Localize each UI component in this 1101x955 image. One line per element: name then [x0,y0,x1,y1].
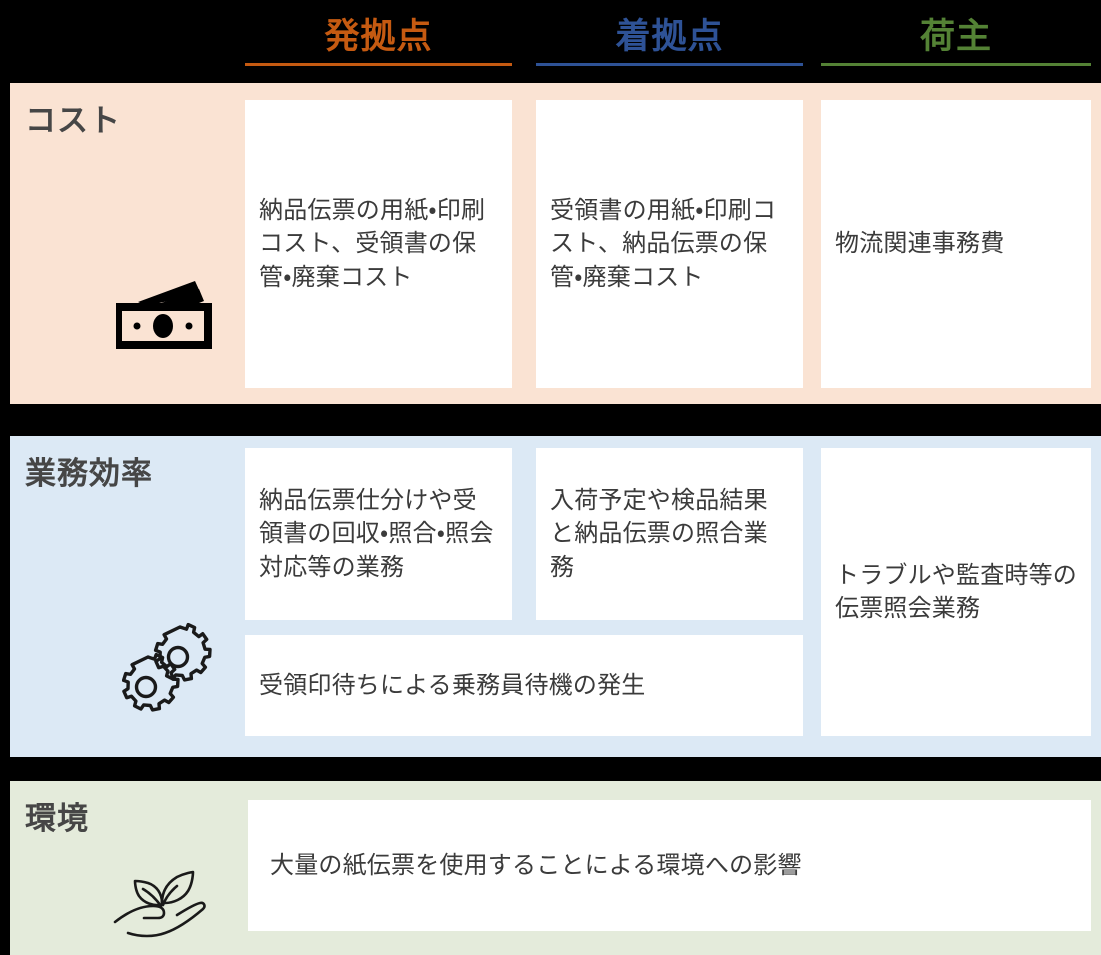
cell-ops-shipper: トラブルや監査時等の伝票照会業務 [821,448,1091,736]
column-header-row: 発拠点 着拠点 荷主 [0,0,1101,83]
column-header-destination: 着拠点 [536,14,803,66]
cell-ops-destination: 入荷予定や検品結果と納品伝票の照合業務 [536,448,803,620]
row-band-operational-efficiency: 業務効率 納品伝票仕分けや受領書の回収・照合・照会対応等の業務 入荷予定や検品結… [10,436,1101,757]
cell-cost-destination: 受領書の用紙・印刷コスト、納品伝票の保管・廃棄コスト [536,100,803,388]
gears-icon [122,622,212,712]
column-header-origin: 発拠点 [245,14,512,66]
cell-ops-span-origin-destination: 受領印待ちによる乗務員待機の発生 [245,635,803,736]
cell-environment-span-all: 大量の紙伝票を使用することによる環境への影響 [248,800,1091,931]
row-label-cost: コスト [25,103,121,138]
column-header-shipper: 荷主 [821,14,1091,66]
row-label-operational-efficiency: 業務効率 [25,456,153,491]
row-band-environment: 環境 大量の紙伝票を使用することによる環境への影響 [10,781,1101,955]
money-icon [116,281,212,349]
plant-in-hand-icon [113,870,206,938]
cell-ops-origin: 納品伝票仕分けや受領書の回収・照合・照会対応等の業務 [245,448,512,620]
row-band-cost: コスト 納品伝票の用紙・印刷コスト、受領書の保管・廃棄コスト 受領書の用紙・印刷… [10,83,1101,404]
cell-cost-origin: 納品伝票の用紙・印刷コスト、受領書の保管・廃棄コスト [245,100,512,388]
row-label-environment: 環境 [25,801,89,836]
cell-cost-shipper: 物流関連事務費 [821,100,1091,388]
